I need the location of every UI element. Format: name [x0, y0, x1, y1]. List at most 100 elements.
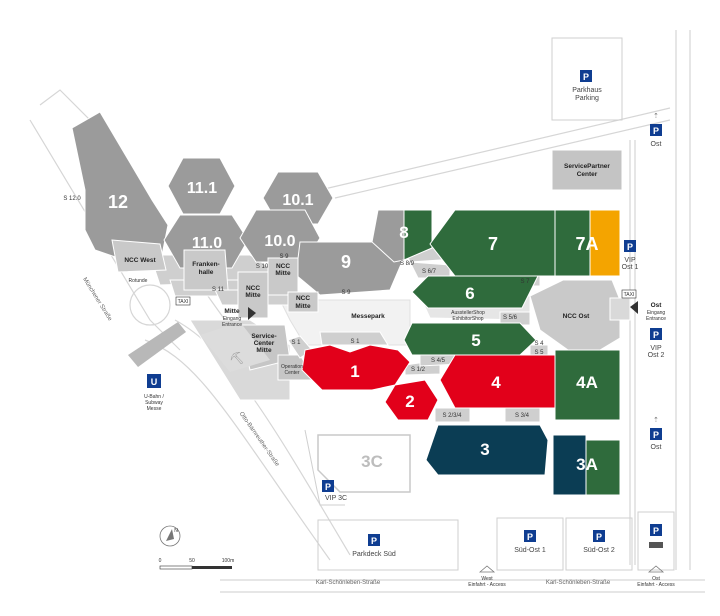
ncc-mitte-b-label-2: Mitte: [245, 292, 261, 299]
subway-label-3: Messe: [147, 406, 162, 412]
vip-ost1-label-1: VIP: [624, 257, 636, 264]
frankenhalle-label-1: Franken-: [192, 261, 219, 268]
parking-icon: [650, 124, 662, 136]
entrance-mitte[interactable]: Mitte Eingang Entrance: [222, 307, 256, 328]
frankenhalle-label-2: halle: [199, 269, 214, 276]
parkdeck-sued-label: Parkdeck Süd: [352, 551, 396, 558]
access-ost[interactable]: Ost Einfahrt - Access: [637, 565, 675, 588]
parking-icon: [593, 530, 605, 542]
ncc-mitte-b-label-1: NCC: [246, 285, 260, 292]
road-karl-2: Karl-Schönleben-Straße: [546, 580, 611, 586]
hall-10-0-label: 10.0: [264, 233, 295, 250]
passage-s5: S 5: [534, 350, 544, 356]
passage-s8-9: S 8/9: [400, 261, 415, 267]
parking-vip-ost1[interactable]: P VIP Ost 1: [622, 240, 639, 271]
passage-s6-7: S 6/7: [422, 269, 437, 275]
road-network: [29, 30, 705, 593]
parking-ost-top-label: Ost: [651, 141, 662, 148]
messepark-label: Messepark: [351, 313, 385, 320]
passage-s1-2: S 1/2: [411, 367, 426, 373]
access-ost-label-1: Ost: [652, 576, 660, 582]
sued-ost1-label: Süd-Ost 1: [514, 547, 546, 554]
scale-hundred: 100m: [222, 558, 235, 564]
parking-symbol: P: [627, 242, 633, 252]
hall-12-label: 12: [108, 192, 128, 212]
access-west-label-1: West: [481, 576, 493, 582]
parking-symbol: P: [371, 536, 377, 546]
ncc-ost-label: NCC Ost: [563, 313, 591, 320]
hall-11-0-label: 11.0: [192, 235, 222, 252]
passage-s4-5: S 4/5: [431, 358, 446, 364]
hall-7a-label: 7A: [575, 234, 598, 254]
building-labels: Franken- halle NCC West Rotunde NCC Mitt…: [124, 163, 610, 376]
parking-ost-mid-label: Ost: [651, 444, 662, 451]
access-west-label-2: Einfahrt - Access: [468, 582, 506, 588]
hall-3a-label: 3A: [576, 455, 598, 474]
entrance-mitte-sub1: Eingang: [223, 316, 242, 322]
passage-s4: S 4: [534, 341, 544, 347]
hall-1-label: 1: [350, 362, 359, 381]
scale-fifty: 50: [189, 558, 195, 564]
svg-text:⛏: ⛏: [229, 351, 244, 365]
subway-symbol: U: [151, 377, 158, 387]
navy-halls: [425, 424, 587, 496]
ncc-mitte-c-label-2: Mitte: [295, 303, 311, 310]
entrance-ost-sub2: Entrance: [646, 316, 666, 322]
entrance-mitte-sub2: Entrance: [222, 322, 242, 328]
parking-symbol: P: [653, 126, 659, 136]
parking-vip-3c[interactable]: P VIP 3C: [322, 480, 347, 502]
construction-area: ⛏: [200, 322, 270, 372]
vip-ost1-label-2: Ost 1: [622, 264, 639, 271]
parking-icon: [650, 328, 662, 340]
servicepartner-label-1: ServicePartner: [564, 163, 610, 170]
ncc-mitte-c-label-1: NCC: [296, 295, 310, 302]
parking-ost-top[interactable]: P Ost ⇡: [650, 112, 662, 148]
operation-center-label-2: Center: [284, 370, 299, 376]
parking-parkhaus[interactable]: P Parkhaus Parking: [572, 70, 602, 102]
hall-10-1-label: 10.1: [282, 192, 313, 209]
subway-station[interactable]: U U-Bahn / Subway Messe: [144, 374, 164, 412]
entrance-mitte-title: Mitte: [224, 308, 240, 315]
hall-2-label: 2: [405, 392, 414, 411]
hall-labels: 12 11.1 10.1 11.0 10.0 9 8 7 7A 6 5 4 4A…: [108, 180, 599, 474]
parking-symbol: P: [596, 532, 602, 542]
green-halls: [403, 209, 621, 496]
entrance-ost-title: Ost: [651, 302, 663, 309]
vip-ost2-label-2: Ost 2: [648, 352, 665, 359]
passage-s9a: S 9: [279, 254, 289, 260]
passage-labels: S 12.0 S 11 S 10 S 9 S 9 S 8/9 S 6/7 S 7…: [63, 196, 544, 419]
parking-sued-ost1[interactable]: P Süd-Ost 1: [514, 530, 546, 554]
taxi-ost-label: TAXI: [624, 292, 635, 298]
scale-bar: 0 50 100m: [159, 558, 235, 570]
parking-parkdeck-sued[interactable]: P Parkdeck Süd: [352, 534, 396, 558]
red-halls: [301, 344, 556, 421]
gray-halls: [71, 111, 623, 319]
parkhaus-label-1: Parkhaus: [572, 87, 602, 94]
service-center-label-3: Mitte: [256, 347, 272, 354]
parking-ost-mid[interactable]: P Ost ⇡: [650, 416, 662, 451]
north-label: N: [174, 528, 178, 534]
vip-ost2-label-1: VIP: [650, 345, 662, 352]
passage-s10: S 10: [256, 264, 269, 270]
passage-s3-4: S 3/4: [515, 413, 530, 419]
parking-bus-ost[interactable]: P: [649, 524, 663, 548]
hall-11-1-label: 11.1: [187, 180, 217, 197]
parking-icon: [322, 480, 334, 492]
subway-ramp: [128, 322, 186, 367]
ncc-mitte-a-label-2: Mitte: [275, 270, 291, 277]
compass-icon: [166, 529, 174, 541]
passage-s5-6: S 5/6: [503, 315, 518, 321]
parking-sued-ost2[interactable]: P Süd-Ost 2: [583, 530, 615, 554]
access-west[interactable]: West Einfahrt - Access: [468, 565, 506, 588]
subway-icon: [147, 374, 161, 388]
access-ost-label-2: Einfahrt - Access: [637, 582, 675, 588]
hall-7-label: 7: [488, 234, 498, 254]
parking-vip-ost2[interactable]: P VIP Ost 2: [648, 328, 665, 359]
parking-icon: [650, 524, 662, 536]
parking-icon: [580, 70, 592, 82]
entrance-ost[interactable]: Ost Eingang Entrance: [630, 301, 666, 322]
hall-8-label: 8: [399, 223, 408, 242]
parking-symbol: P: [583, 72, 589, 82]
parking-icon: [524, 530, 536, 542]
